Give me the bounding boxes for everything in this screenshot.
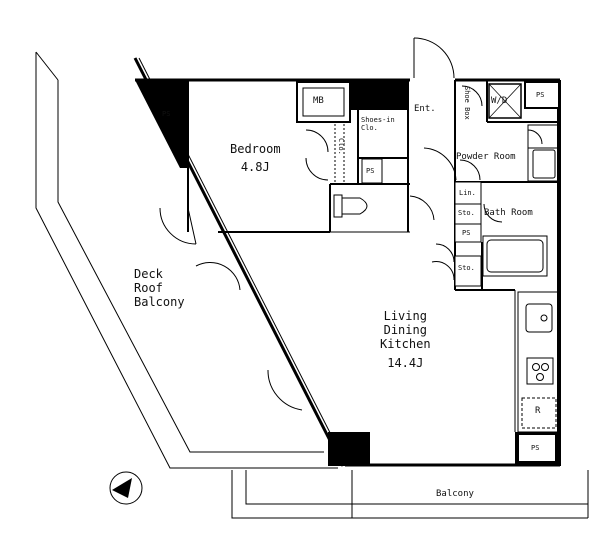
exterior-walls (135, 78, 561, 467)
bath-room-label: Bath Room (484, 208, 533, 218)
storage-bottom-label: Sto. (458, 264, 475, 272)
washer-icon (488, 83, 522, 119)
north-arrow-icon (109, 471, 143, 505)
ldk-size: 14.4J (387, 356, 424, 371)
toilet-icon (333, 194, 368, 218)
bedroom-label: Bedroom 4.8J (230, 142, 281, 175)
wall-blocks (135, 80, 560, 466)
deck-line-1: Deck (134, 267, 163, 281)
deck-outline (35, 51, 338, 469)
ps-bath-label: PS (462, 229, 471, 237)
bedroom-name: Bedroom (230, 142, 281, 156)
closet-lines (334, 124, 406, 184)
ldk-label: Living Dining Kitchen 14.4J (380, 309, 431, 371)
deck-label: Deck Roof Balcony (134, 267, 185, 309)
mb-label: MB (313, 96, 324, 106)
interior-walls (187, 80, 560, 432)
stove-icon (526, 357, 554, 385)
shoe-box-label: Shoe Box (463, 86, 472, 120)
balcony-label: Balcony (436, 489, 474, 499)
balcony-outline (231, 470, 589, 519)
ps-top-right-label: PS (536, 91, 545, 99)
deck-line-3: Balcony (134, 294, 185, 309)
ldk-line-3: Kitchen (380, 336, 431, 351)
storage-top-label: Sto. (458, 209, 475, 217)
powder-room-label: Powder Room (456, 152, 516, 162)
entrance-label: Ent. (414, 104, 436, 114)
shoes-in-line-2: Clo. (361, 124, 378, 133)
fridge-space (521, 397, 557, 429)
fridge-label: R (535, 406, 541, 416)
shoes-in-closet-label: Shoes-in Clo. (361, 116, 395, 132)
sink-icon (527, 124, 559, 182)
bathtub-icon (482, 235, 548, 277)
shoes-in-line-1: Shoes-in (361, 116, 395, 124)
ps-bottom-right-label: PS (531, 444, 540, 452)
ps-mid-label: PS (366, 167, 375, 175)
door-swing-icon (159, 37, 543, 411)
ps-top-left-label: PS (162, 110, 171, 118)
closet-label: Clo. (337, 138, 346, 155)
linen-label: Lin. (459, 189, 476, 197)
kitchen-counter (517, 291, 559, 433)
bedroom-size: 4.8J (240, 159, 270, 174)
ldk-line-2: Dining (383, 322, 427, 337)
deck-line-2: Roof (134, 280, 163, 295)
ldk-line-1: Living (383, 309, 427, 323)
wd-label: W/D (491, 96, 508, 106)
small-boxes (296, 81, 560, 463)
